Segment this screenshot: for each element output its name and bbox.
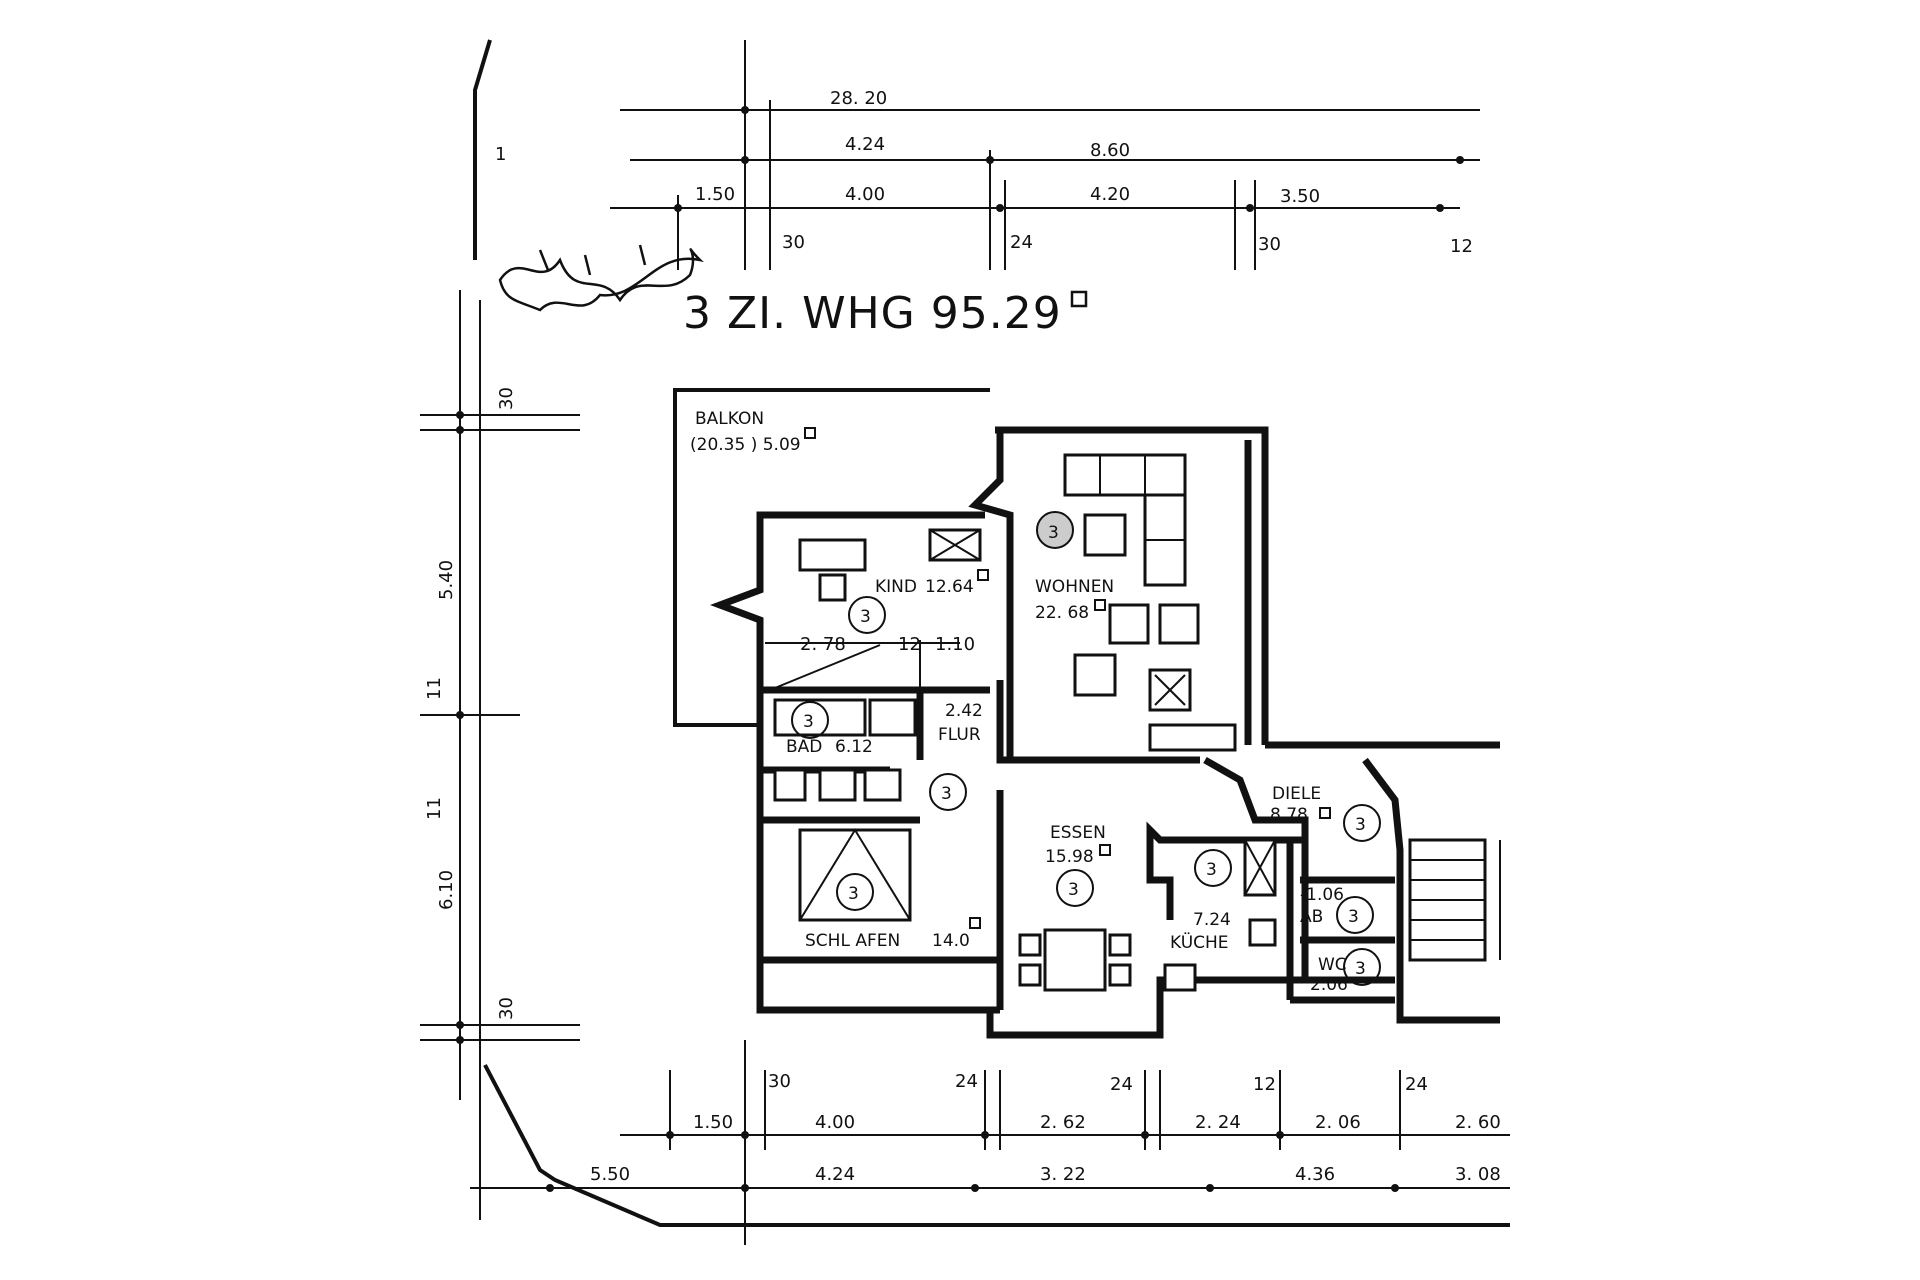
marker-schlafen: 3 (836, 873, 874, 911)
title-unit-symbol (1070, 290, 1088, 308)
inner-dim-2-78: 2. 78 (800, 634, 846, 655)
dim-top-wall-12: 12 (1450, 236, 1473, 257)
bottom-dimension-lines (546, 1040, 1401, 1245)
dim-top-8-60: 8.60 (1090, 140, 1130, 161)
apartment-walls (673, 388, 1501, 1039)
dim-left-5-40: 5.40 (436, 560, 457, 600)
marker-essen: 3 (1056, 869, 1094, 907)
room-kueche-area: 7.24 (1193, 910, 1231, 930)
dim-left-30-bottom: 30 (496, 997, 517, 1020)
dim-top-total: 28. 20 (830, 88, 887, 109)
marker-ab: 3 (1336, 896, 1374, 934)
marker-diele: 3 (1343, 804, 1381, 842)
svg-text:3: 3 (1206, 860, 1217, 880)
left-dimension-lines (420, 39, 1510, 1227)
dim-left-6-10: 6.10 (436, 870, 457, 910)
inner-dim-12: 12 (898, 634, 921, 655)
svg-text:3: 3 (1048, 523, 1059, 543)
svg-text:3: 3 (1355, 959, 1366, 979)
room-flur-area: 2.42 (945, 701, 983, 721)
dim-bottom-1-50: 1.50 (693, 1112, 733, 1133)
room-kueche-name: KÜCHE (1170, 931, 1229, 953)
tree-sketch (498, 244, 704, 312)
svg-text:3: 3 (1348, 907, 1359, 927)
dim-bottom-wall-24c: 24 (1405, 1074, 1428, 1095)
dim-top-4-00: 4.00 (845, 184, 885, 205)
room-ab-area: -1.06 (1300, 885, 1344, 905)
room-kind-name: KIND (875, 577, 917, 597)
marker-wohnen: 3 (1036, 511, 1074, 549)
dim-bottom-5-50: 5.50 (590, 1164, 630, 1185)
dim-bottom-wall-12: 12 (1253, 1074, 1276, 1095)
svg-text:3: 3 (941, 784, 952, 804)
room-essen-name: ESSEN (1050, 823, 1106, 843)
top-dimension-lines (610, 40, 1480, 270)
marker-flur: 3 (929, 773, 967, 811)
dim-bottom-4-24: 4.24 (815, 1164, 855, 1185)
svg-text:3: 3 (848, 884, 859, 904)
room-bad-area: 6.12 (835, 737, 873, 757)
dim-bottom-3-22: 3. 22 (1040, 1164, 1086, 1185)
dim-left-11-a: 11 (424, 677, 445, 700)
dim-left-30-top: 30 (496, 387, 517, 410)
svg-text:3: 3 (1355, 815, 1366, 835)
svg-text:3: 3 (1068, 880, 1079, 900)
room-diele-area: 8.78 (1270, 805, 1308, 825)
room-flur-name: FLUR (938, 725, 981, 745)
marker-bad: 3 (791, 701, 829, 739)
dim-bottom-2-60: 2. 60 (1455, 1112, 1501, 1133)
room-diele-unit (1319, 807, 1331, 819)
room-schlafen-unit (969, 917, 981, 929)
dim-bottom-wall-24b: 24 (1110, 1074, 1133, 1095)
dim-top-3-50: 3.50 (1280, 186, 1320, 207)
dim-left-11-b: 11 (424, 797, 445, 820)
dim-top-1-50: 1.50 (695, 184, 735, 205)
room-wohnen-name: WOHNEN (1035, 577, 1114, 597)
room-wohnen-area: 22. 68 (1035, 603, 1089, 623)
dim-bottom-wall-30: 30 (768, 1071, 791, 1092)
marker-kueche: 3 (1194, 849, 1232, 887)
room-essen-area: 15.98 (1045, 847, 1094, 867)
dim-top-4-24: 4.24 (845, 134, 885, 155)
room-kind-area: 12.64 (925, 577, 974, 597)
marker-wc: 3 (1343, 948, 1381, 986)
dim-bottom-4-00: 4.00 (815, 1112, 855, 1133)
room-schlafen-name: SCHL AFEN (805, 931, 900, 951)
dim-left-1: 1 (495, 144, 506, 165)
room-balkon-area: (20.35 ) 5.09 (690, 435, 801, 455)
plan-title: 3 ZI. WHG 95.29 (683, 288, 1062, 339)
furniture (769, 453, 1277, 992)
svg-text:3: 3 (860, 607, 871, 627)
room-kind-unit (977, 569, 989, 581)
room-balkon-unit (804, 427, 816, 439)
room-wc-name: WC (1318, 955, 1347, 975)
dim-bottom-2-62: 2. 62 (1040, 1112, 1086, 1133)
room-markers: 3 3 3 3 3 3 3 3 3 3 (791, 511, 1381, 986)
dim-top-wall-30b: 30 (1258, 234, 1281, 255)
dim-bottom-4-36: 4.36 (1295, 1164, 1335, 1185)
room-balkon-name: BALKON (695, 409, 764, 429)
room-essen-unit (1099, 844, 1111, 856)
dim-bottom-3-08: 3. 08 (1455, 1164, 1501, 1185)
dim-top-wall-24: 24 (1010, 232, 1033, 253)
room-bad-name: BAD (786, 737, 822, 757)
room-diele-name: DIELE (1272, 784, 1321, 804)
dim-top-4-20: 4.20 (1090, 184, 1130, 205)
room-schlafen-area: 14.0 (932, 931, 970, 951)
room-ab-name: AB (1300, 907, 1323, 927)
dim-bottom-2-24: 2. 24 (1195, 1112, 1241, 1133)
dim-bottom-wall-24a: 24 (955, 1071, 978, 1092)
room-wohnen-unit (1094, 599, 1106, 611)
inner-dim-1-10: 1.10 (935, 634, 975, 655)
dim-top-wall-30: 30 (782, 232, 805, 253)
room-wc-area: 2.06 (1310, 975, 1348, 995)
dim-bottom-2-06: 2. 06 (1315, 1112, 1361, 1133)
svg-text:3: 3 (803, 712, 814, 732)
marker-kind: 3 (848, 596, 886, 634)
